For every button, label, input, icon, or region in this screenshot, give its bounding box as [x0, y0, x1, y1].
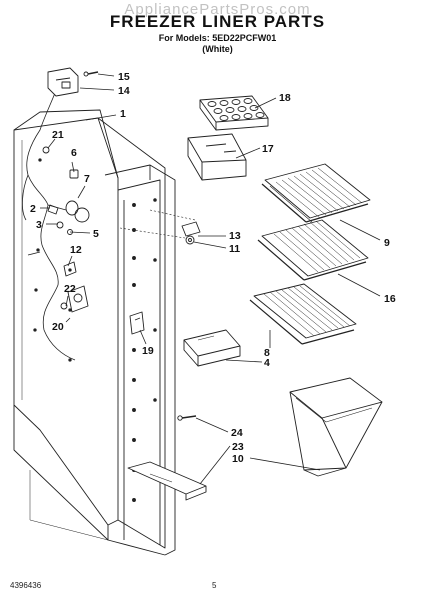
damper-20: [67, 285, 89, 313]
callout-5: 5: [93, 228, 99, 240]
callout-1: 1: [120, 108, 126, 120]
callout-23: 23: [232, 441, 244, 453]
model-line: For Models: 5ED22PCFW01: [158, 33, 277, 43]
freezer-basket: [289, 377, 383, 477]
watermark-text: AppliancePartsPros.com: [124, 1, 311, 18]
callout-7: 7: [84, 173, 90, 185]
freezer-liner: [13, 109, 176, 556]
light-bulb: [74, 207, 90, 223]
callout-19: 19: [142, 345, 154, 357]
shelf-support-bracket: [183, 329, 241, 367]
callout-14: 14: [118, 85, 130, 97]
callout-15: 15: [118, 71, 130, 83]
callout-8: 8: [264, 347, 270, 359]
callout-4: 4: [264, 357, 270, 369]
callout-12: 12: [70, 244, 82, 256]
color-line: (White): [202, 44, 233, 54]
part-2: [47, 204, 59, 215]
wire-shelf-lower: [249, 283, 357, 345]
bottom-rail-assembly: [127, 415, 207, 501]
page-number: 5: [212, 581, 217, 590]
callout-labels: 15 14 1 21 6 7 2 3 5 12 22 20 18 17 13 1…: [30, 71, 396, 465]
wire-shelf-middle: [257, 219, 369, 281]
part-3: [56, 221, 64, 229]
cap-21: [42, 146, 50, 154]
callout-24: 24: [231, 427, 243, 439]
callout-17: 17: [262, 143, 274, 155]
callout-13: 13: [229, 230, 241, 242]
ice-cube-tray: [199, 95, 269, 131]
part-13-11: [181, 221, 201, 245]
clip-22: [60, 302, 68, 310]
callout-10: 10: [232, 453, 244, 465]
callout-20: 20: [52, 321, 64, 333]
light-socket-7: [65, 200, 79, 216]
callout-16: 16: [384, 293, 396, 305]
wire-shelf-top: [261, 163, 371, 223]
top-bracket: [47, 67, 99, 97]
callout-3: 3: [36, 219, 42, 231]
document-number: 4396436: [10, 581, 42, 590]
callout-6: 6: [71, 147, 77, 159]
callout-21: 21: [52, 129, 64, 141]
liner-components: [27, 146, 90, 313]
bracket-19: [129, 311, 145, 335]
callout-22: 22: [64, 283, 76, 295]
page-title: FREEZER LINER PARTS: [109, 12, 326, 31]
callout-2: 2: [30, 203, 36, 215]
callout-11: 11: [229, 243, 240, 255]
ice-storage-bin: [187, 133, 247, 181]
callout-18: 18: [279, 92, 291, 104]
callout-9: 9: [384, 237, 390, 249]
part-12: [63, 261, 77, 277]
